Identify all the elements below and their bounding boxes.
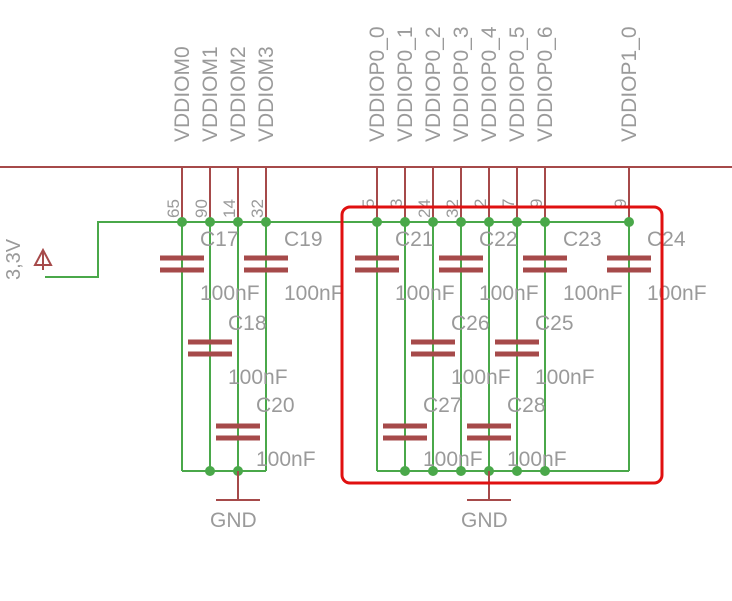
capacitor-c21[interactable] xyxy=(355,255,399,273)
ground-label-left: GND xyxy=(210,509,257,532)
cap-name-c25: C25 xyxy=(535,312,574,335)
cap-name-c20: C20 xyxy=(256,394,295,417)
net-label-vddiom2: VDDIOM2 xyxy=(227,46,250,142)
capacitor-c28[interactable] xyxy=(467,423,511,441)
cap-value-c27: 100nF xyxy=(423,448,483,471)
cap-name-c22: C22 xyxy=(479,228,518,251)
cap-value-c23: 100nF xyxy=(563,282,623,305)
pin-number: 9 xyxy=(611,199,630,208)
pin-number: 90 xyxy=(192,199,211,218)
capacitor-c18[interactable] xyxy=(188,339,232,357)
highlight-box xyxy=(340,205,664,485)
green-wires xyxy=(45,221,630,472)
pin-number: 5 xyxy=(359,199,378,208)
net-label-vddiop0-5: VDDIOP0_5 xyxy=(506,26,529,142)
net-labels: VDDIOM0 VDDIOM1 VDDIOM2 VDDIOM3 VDDIOP0_… xyxy=(171,26,641,142)
cap-value-c18: 100nF xyxy=(228,366,288,389)
cap-value-c17: 100nF xyxy=(200,282,260,305)
pin-number: 24 xyxy=(415,199,434,218)
cap-value-c26: 100nF xyxy=(451,366,511,389)
cap-name-c27: C27 xyxy=(423,394,462,417)
cap-name-c24: C24 xyxy=(647,228,686,251)
capacitor-c17[interactable] xyxy=(160,255,204,273)
pin-number: 32 xyxy=(443,199,462,218)
pin-number: 2 xyxy=(471,199,490,208)
pin-number: 9 xyxy=(527,199,546,208)
net-label-vddiop0-1: VDDIOP0_1 xyxy=(394,26,417,142)
net-label-vddiop0-6: VDDIOP0_6 xyxy=(534,26,557,142)
capacitor-symbols xyxy=(160,255,651,441)
power-symbol: 3,3V xyxy=(3,238,53,280)
cap-name-c19: C19 xyxy=(284,228,323,251)
capacitor-c23[interactable] xyxy=(523,255,567,273)
cap-value-c22: 100nF xyxy=(479,282,539,305)
capacitor-c19[interactable] xyxy=(244,255,288,273)
net-label-vddiop0-0: VDDIOP0_0 xyxy=(366,26,389,142)
capacitor-c24[interactable] xyxy=(607,255,651,273)
pin-number: 65 xyxy=(164,199,183,218)
cap-value-c28: 100nF xyxy=(507,448,567,471)
capacitor-c20[interactable] xyxy=(216,423,260,441)
pin-number: 3 xyxy=(387,199,406,208)
capacitor-c22[interactable] xyxy=(439,255,483,273)
pin-number: 14 xyxy=(220,199,239,218)
pin-number: 7 xyxy=(499,199,518,208)
net-label-vddiom1: VDDIOM1 xyxy=(199,46,222,142)
net-label-vddiop0-2: VDDIOP0_2 xyxy=(422,26,445,142)
ground-right: GND xyxy=(461,471,511,532)
cap-name-c17: C17 xyxy=(200,228,239,251)
capacitor-labels: C17 C19 C21 C22 C23 C24 100nF 100nF 100n… xyxy=(200,228,707,471)
cap-name-c21: C21 xyxy=(395,228,434,251)
cap-name-c23: C23 xyxy=(563,228,602,251)
bus-drops xyxy=(181,167,630,222)
net-label-vddiom0: VDDIOM0 xyxy=(171,46,194,142)
cap-value-c21: 100nF xyxy=(395,282,455,305)
net-label-vddiop1-0: VDDIOP1_0 xyxy=(618,26,641,142)
cap-value-c20: 100nF xyxy=(256,448,316,471)
net-label-vddiop0-4: VDDIOP0_4 xyxy=(478,26,501,142)
capacitor-c25[interactable] xyxy=(495,339,539,357)
ground-left: GND xyxy=(210,471,260,532)
cap-name-c18: C18 xyxy=(228,312,267,335)
net-label-vddiom3: VDDIOM3 xyxy=(255,46,278,142)
power-label: 3,3V xyxy=(3,238,25,280)
capacitor-c27[interactable] xyxy=(383,423,427,441)
cap-value-c25: 100nF xyxy=(535,366,595,389)
cap-value-c24: 100nF xyxy=(647,282,707,305)
cap-name-c28: C28 xyxy=(507,394,546,417)
pin-numbers: 65 90 14 32 5 3 24 32 2 7 9 9 xyxy=(164,199,630,218)
junction-dots xyxy=(177,217,634,476)
capacitor-c26[interactable] xyxy=(411,339,455,357)
pin-number: 32 xyxy=(248,199,267,218)
net-label-vddiop0-3: VDDIOP0_3 xyxy=(450,26,473,142)
cap-name-c26: C26 xyxy=(451,312,490,335)
cap-value-c19: 100nF xyxy=(284,282,344,305)
ground-label-right: GND xyxy=(461,509,508,532)
